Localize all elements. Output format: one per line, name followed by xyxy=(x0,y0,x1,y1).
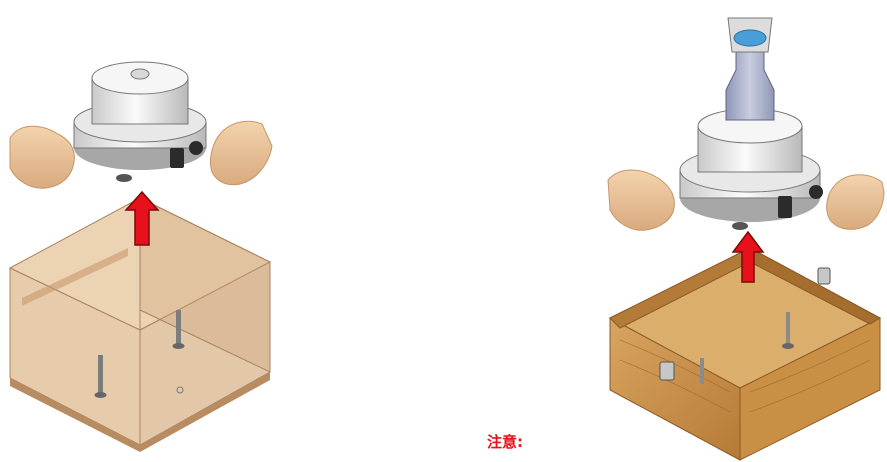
hand-icon xyxy=(210,121,272,185)
latch-icon xyxy=(818,268,830,284)
left-illustration xyxy=(0,0,300,462)
hand-icon xyxy=(10,126,74,188)
hand-icon xyxy=(608,170,674,230)
hand-icon xyxy=(827,175,884,230)
funnel xyxy=(726,18,774,120)
note-label: 注意: xyxy=(487,432,523,452)
instrument-unit xyxy=(680,18,823,230)
instrument-unit xyxy=(74,62,206,182)
latch-icon xyxy=(660,362,674,380)
right-illustration xyxy=(590,0,887,462)
